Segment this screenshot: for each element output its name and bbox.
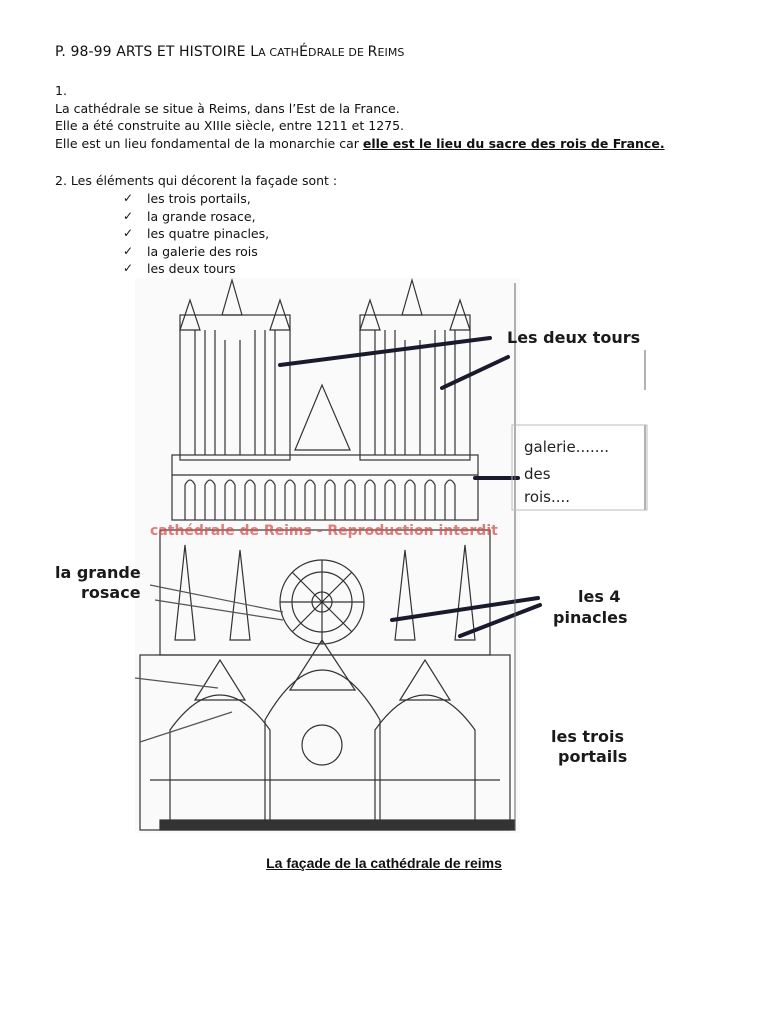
list-item: ✓la grande rosace, (123, 208, 256, 224)
answer-monarchy-emphasis: elle est le lieu du sacre des rois de Fr… (362, 135, 665, 151)
label-gallery-line1: galerie....... (524, 438, 610, 456)
list-item: ✓la galerie des rois (123, 243, 258, 259)
label-pinnacles-line2: pinacles (553, 608, 628, 627)
label-towers: Les deux tours (507, 328, 641, 347)
label-rose-window-line1: la grande (55, 563, 141, 582)
label-rose-window-line2: rosace (81, 583, 141, 602)
checkmark-icon: ✓ (123, 226, 134, 240)
question-1-number: 1. (55, 83, 67, 98)
answer-location: La cathédrale se situe à Reims, dans l’E… (55, 100, 400, 116)
list-item: ✓les deux tours (123, 261, 236, 276)
checkmark-icon: ✓ (123, 191, 134, 205)
figure-caption: La façade de la cathédrale de reims (266, 855, 502, 871)
answer-construction: Elle a été construite au XIIIe siècle, e… (55, 118, 405, 133)
list-item: ✓les quatre pinacles, (123, 226, 270, 241)
label-pinnacles-line1: les 4 (578, 587, 621, 606)
label-portals-line1: les trois (551, 727, 624, 746)
page-title: P. 98-99 ARTS ET HISTOIRE LA CATHÉDRALE … (55, 44, 405, 60)
facade-elements-list: ✓les trois portails, ✓la grande rosace, … (123, 190, 269, 278)
answer-monarchy: Elle est un lieu fondamental de la monar… (55, 135, 665, 151)
question-2-intro: 2. Les éléments qui décorent la façade s… (55, 173, 338, 188)
list-item: ✓les trois portails, (123, 191, 251, 206)
label-portals-line2: portails (558, 747, 628, 766)
question-1: 1. La cathédrale se situe à Reims, dans … (55, 82, 665, 152)
reproduction-watermark: cathédrale de Reims - Reproduction inter… (150, 523, 498, 539)
checkmark-icon: ✓ (123, 208, 134, 223)
label-gallery-line3: rois.... (524, 488, 571, 506)
label-gallery-line2: des (524, 465, 551, 483)
checkmark-icon: ✓ (123, 261, 134, 275)
checkmark-icon: ✓ (123, 243, 134, 258)
